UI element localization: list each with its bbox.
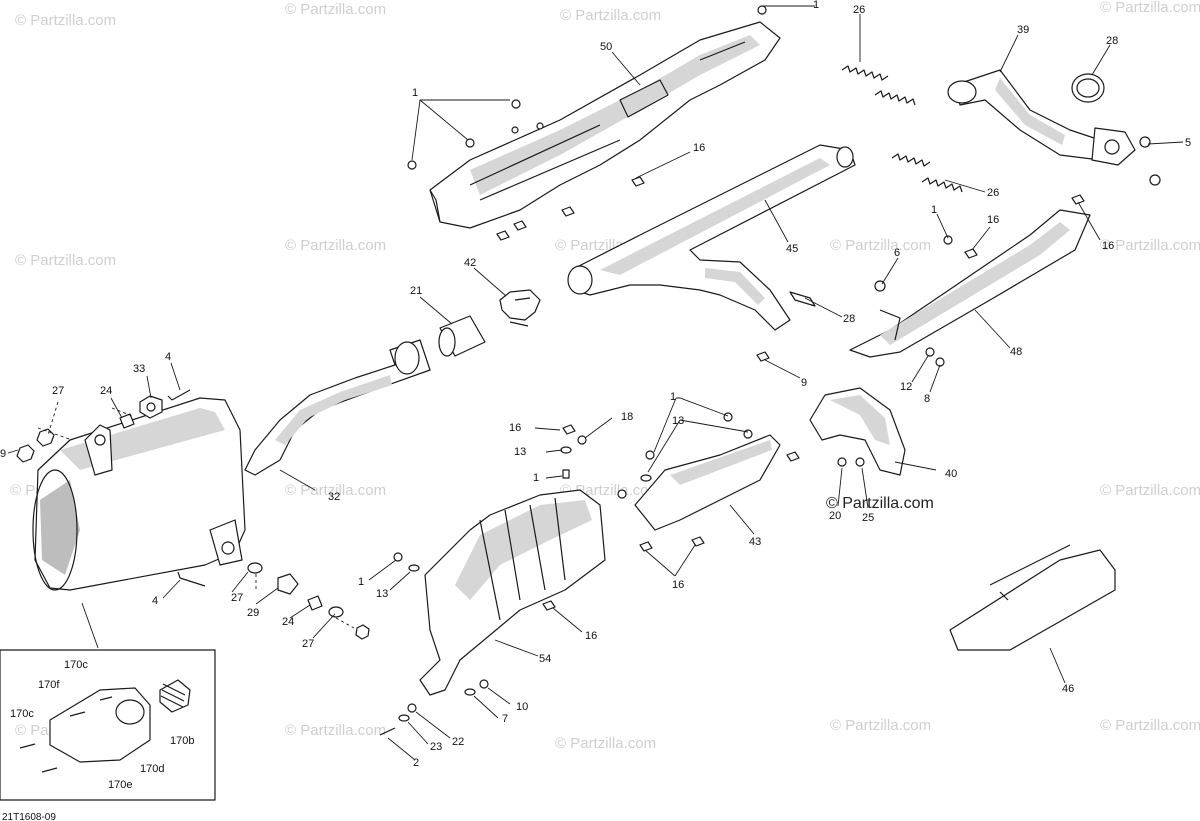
heat-shield-40 bbox=[809, 387, 906, 476]
callout-27: 27 bbox=[231, 592, 243, 604]
callout-1: 1 bbox=[412, 87, 418, 99]
callout-16: 16 bbox=[509, 422, 521, 434]
watermark: © Partzilla.com bbox=[285, 722, 386, 739]
callout-32: 32 bbox=[328, 491, 340, 503]
leader-lines bbox=[7, 5, 1184, 761]
gasket-ring-28 bbox=[1071, 73, 1105, 103]
callout-16: 16 bbox=[1102, 240, 1114, 252]
callout-1: 1 bbox=[931, 204, 937, 216]
callout-1: 1 bbox=[813, 0, 819, 11]
callout-170d: 170d bbox=[140, 763, 164, 775]
callout-24: 24 bbox=[100, 385, 112, 397]
heat-shield-54 bbox=[419, 489, 606, 696]
callout-4: 4 bbox=[152, 595, 158, 607]
callout-1: 1 bbox=[358, 576, 364, 588]
inset-detail-170 bbox=[0, 649, 216, 801]
callout-25: 25 bbox=[862, 512, 874, 524]
callout-2: 2 bbox=[413, 757, 419, 769]
callout-16: 16 bbox=[693, 142, 705, 154]
callout-42: 42 bbox=[464, 257, 476, 269]
watermark: © Partzilla.com bbox=[830, 237, 931, 254]
callout-26: 26 bbox=[853, 4, 865, 16]
callout-16: 16 bbox=[585, 630, 597, 642]
callout-170c: 170c bbox=[64, 659, 88, 671]
callout-9: 9 bbox=[0, 448, 6, 460]
callout-16: 16 bbox=[987, 214, 999, 226]
watermark: © Partzilla.com bbox=[830, 717, 931, 734]
callout-50: 50 bbox=[600, 41, 612, 53]
watermark: © Partzilla.com bbox=[285, 237, 386, 254]
watermark: © Partzilla.com bbox=[1100, 482, 1200, 499]
sleeve-21 bbox=[438, 315, 486, 357]
callout-1: 1 bbox=[533, 472, 539, 484]
watermark: © Partzilla.com bbox=[285, 1, 386, 18]
callout-5: 5 bbox=[1185, 137, 1191, 149]
watermark: © Partzilla.com bbox=[1100, 0, 1200, 16]
callout-45: 45 bbox=[786, 243, 798, 255]
callout-labels: 1 26 39 28 50 1 16 5 26 1 16 16 45 42 21… bbox=[0, 0, 1191, 791]
drawing-code: 21T1608-09 bbox=[2, 812, 56, 821]
callout-13: 13 bbox=[672, 415, 684, 427]
callout-26: 26 bbox=[987, 187, 999, 199]
callout-7: 7 bbox=[502, 713, 508, 725]
callout-43: 43 bbox=[749, 536, 761, 548]
watermark: © Partzilla.com bbox=[15, 12, 116, 29]
callout-28: 28 bbox=[843, 313, 855, 325]
watermark: © Partzilla.com bbox=[555, 735, 656, 752]
watermark-prominent: © Partzilla.com bbox=[826, 495, 934, 512]
header-pipe-39 bbox=[947, 69, 1136, 166]
callout-4: 4 bbox=[165, 351, 171, 363]
fasteners bbox=[379, 5, 1161, 736]
callout-27: 27 bbox=[52, 385, 64, 397]
callout-170f: 170f bbox=[38, 679, 60, 691]
watermark: © Partzilla.com bbox=[285, 482, 386, 499]
callout-13: 13 bbox=[376, 588, 388, 600]
callout-10: 10 bbox=[516, 701, 528, 713]
callout-170c: 170c bbox=[10, 708, 34, 720]
callout-27: 27 bbox=[302, 638, 314, 650]
callout-13: 13 bbox=[514, 446, 526, 458]
springs-26 bbox=[841, 65, 963, 193]
callout-170e: 170e bbox=[108, 779, 132, 791]
heat-shield-48 bbox=[849, 209, 1091, 358]
clamp-42 bbox=[499, 289, 541, 327]
watermark: © Partzilla.com bbox=[560, 7, 661, 24]
callout-6: 6 bbox=[894, 247, 900, 259]
callout-33: 33 bbox=[133, 363, 145, 375]
muffler-hardware bbox=[16, 389, 370, 640]
callout-40: 40 bbox=[945, 468, 957, 480]
heat-shield-upper-50 bbox=[429, 21, 781, 229]
heat-shield-43 bbox=[634, 434, 781, 531]
callout-23: 23 bbox=[430, 741, 442, 753]
callout-24: 24 bbox=[282, 616, 294, 628]
callout-48: 48 bbox=[1010, 346, 1022, 358]
callout-22: 22 bbox=[452, 736, 464, 748]
callout-8: 8 bbox=[924, 393, 930, 405]
callout-21: 21 bbox=[410, 285, 422, 297]
watermark-layer: © Partzilla.com © Partzilla.com © Partzi… bbox=[10, 0, 1200, 752]
gasket-28-mid bbox=[789, 291, 816, 307]
muffler-32 bbox=[32, 339, 431, 591]
watermark: © Partzilla.com bbox=[1100, 717, 1200, 734]
watermark: © Partzilla.com bbox=[1100, 237, 1200, 254]
callout-170b: 170b bbox=[170, 735, 194, 747]
callout-9: 9 bbox=[801, 377, 807, 389]
watermark: © Partzilla.com bbox=[15, 252, 116, 269]
callout-18: 18 bbox=[621, 411, 633, 423]
callout-29: 29 bbox=[247, 607, 259, 619]
callout-28: 28 bbox=[1106, 35, 1118, 47]
mid-pipe-45 bbox=[567, 144, 856, 331]
callout-46: 46 bbox=[1062, 683, 1074, 695]
callout-1: 1 bbox=[670, 391, 676, 403]
callout-20: 20 bbox=[829, 510, 841, 522]
callout-16: 16 bbox=[672, 579, 684, 591]
callout-39: 39 bbox=[1017, 24, 1029, 36]
callout-54: 54 bbox=[539, 653, 551, 665]
heat-shield-46 bbox=[949, 544, 1116, 651]
callout-12: 12 bbox=[900, 381, 912, 393]
